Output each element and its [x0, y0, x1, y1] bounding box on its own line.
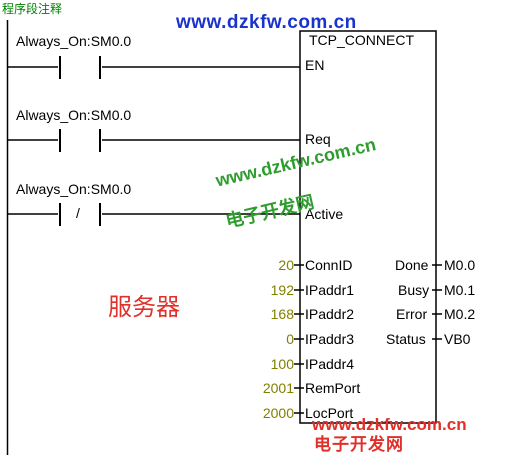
value-connid[interactable]: 20	[278, 257, 294, 273]
server-label: 服务器	[108, 294, 180, 321]
contact-3-negation-symbol: /	[76, 205, 80, 221]
watermark-bottom-cn: 电子开发网	[314, 435, 404, 454]
param-busy: Busy	[398, 282, 430, 298]
contact-1[interactable]	[7, 56, 300, 79]
param-active: Active	[305, 206, 344, 222]
value-ipaddr2[interactable]: 168	[270, 306, 294, 322]
param-en: EN	[305, 57, 325, 73]
contact-3[interactable]	[7, 203, 300, 226]
block-title: TCP_CONNECT	[309, 32, 415, 48]
contact-2-label: Always_On:SM0.0	[16, 107, 132, 123]
value-status[interactable]: VB0	[444, 331, 471, 347]
value-error[interactable]: M0.2	[444, 306, 476, 322]
value-remport[interactable]: 2001	[262, 380, 294, 396]
param-error: Error	[396, 306, 428, 322]
value-done[interactable]: M0.0	[444, 257, 476, 273]
param-ipaddr3: IPaddr3	[305, 331, 355, 347]
value-ipaddr1[interactable]: 192	[270, 282, 294, 298]
param-ipaddr2: IPaddr2	[305, 306, 355, 322]
contact-3-label: Always_On:SM0.0	[16, 181, 132, 197]
param-ipaddr4: IPaddr4	[305, 356, 355, 372]
contact-2[interactable]	[7, 129, 300, 152]
network-comment[interactable]: 程序段注释	[2, 2, 63, 16]
param-connid: ConnID	[305, 257, 353, 273]
function-block-box[interactable]	[299, 30, 437, 424]
param-locport: LocPort	[305, 405, 354, 421]
value-ipaddr3[interactable]: 0	[286, 331, 294, 347]
param-ipaddr1: IPaddr1	[305, 282, 355, 298]
param-req: Req	[305, 131, 331, 147]
param-done: Done	[395, 257, 429, 273]
param-remport: RemPort	[305, 380, 361, 396]
value-locport[interactable]: 2000	[262, 405, 294, 421]
contact-1-label: Always_On:SM0.0	[16, 33, 132, 49]
output-pin-stubs	[432, 264, 442, 340]
watermark-bottom-url: www.dzkfw.com.cn	[312, 415, 467, 434]
param-status: Status	[386, 331, 426, 347]
input-pin-stubs	[294, 264, 304, 414]
watermark-top: www.dzkfw.com.cn	[176, 12, 357, 33]
value-busy[interactable]: M0.1	[444, 282, 476, 298]
value-ipaddr4[interactable]: 100	[270, 356, 294, 372]
